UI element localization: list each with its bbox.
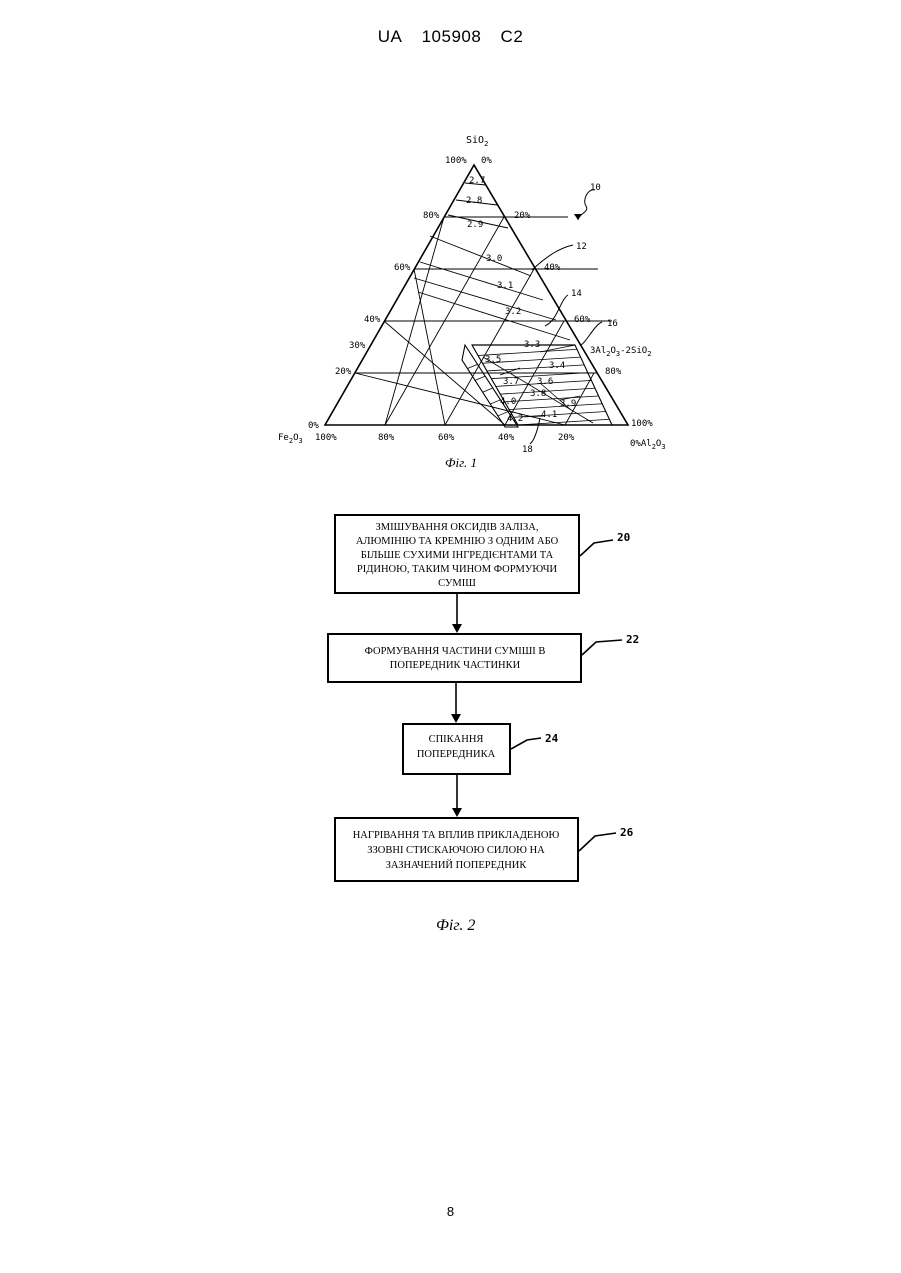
mullite-label: 3Al2O3-2SiO2 bbox=[590, 346, 651, 358]
bottom-axis-tick: 60% bbox=[438, 433, 455, 443]
left-axis-tick: 20% bbox=[335, 367, 352, 377]
isoline-label: 3.8 bbox=[530, 389, 546, 399]
svg-text:ЗМІШУВАННЯ ОКСИДІВ ЗАЛІЗА,: ЗМІШУВАННЯ ОКСИДІВ ЗАЛІЗА, bbox=[376, 522, 539, 533]
isoline-label: 3.4 bbox=[549, 361, 565, 371]
left-corner-tick: 0% bbox=[308, 421, 319, 431]
step-24-text: СПІКАННЯ ПОПЕРЕДНИКА bbox=[417, 734, 496, 760]
svg-text:БІЛЬШЕ СУХИМИ ІНГРЕДІЄНТАМИ ТА: БІЛЬШЕ СУХИМИ ІНГРЕДІЄНТАМИ ТА bbox=[361, 550, 554, 561]
svg-text:ЗАЗНАЧЕНИЙ ПОПЕРЕДНИК: ЗАЗНАЧЕНИЙ ПОПЕРЕДНИК bbox=[386, 859, 528, 871]
svg-text:РІДИНОЮ, ТАКИМ ЧИНОМ ФОРМУЮЧИ: РІДИНОЮ, ТАКИМ ЧИНОМ ФОРМУЮЧИ bbox=[357, 564, 558, 575]
left-axis-tick: 40% bbox=[364, 315, 381, 325]
isoline-label: 3.2 bbox=[505, 307, 521, 317]
ref-26: 26 bbox=[620, 826, 634, 839]
isoline-label: 3.1 bbox=[497, 281, 513, 291]
left-axis-tick: 60% bbox=[394, 263, 411, 273]
isoline-label: 2.8 bbox=[466, 196, 482, 206]
svg-text:ПОПЕРЕДНИКА: ПОПЕРЕДНИКА bbox=[417, 749, 496, 760]
isoline-label: 3.9 bbox=[560, 399, 576, 409]
flowchart: ЗМІШУВАННЯ ОКСИДІВ ЗАЛІЗА, АЛЮМІНІЮ ТА К… bbox=[328, 515, 639, 881]
ref-leader-26 bbox=[579, 833, 616, 851]
right-axis-tick: 40% bbox=[544, 263, 561, 273]
flow-arrow-1-head bbox=[452, 624, 462, 633]
ref-20: 20 bbox=[617, 531, 630, 544]
ref-numeral: 18 bbox=[522, 445, 533, 455]
sio2-label: SiO2 bbox=[466, 135, 488, 148]
fe2o3-label: Fe2O3 bbox=[278, 433, 303, 445]
isoline-label: 3.5 bbox=[485, 355, 501, 365]
flow-arrow-2-head bbox=[451, 714, 461, 723]
right-corner-tick: 100% bbox=[631, 419, 653, 429]
ref-numeral: 10 bbox=[590, 183, 601, 193]
al2o3-label: 0%Al2O3 bbox=[630, 439, 666, 451]
svg-text:ЗЗОВНІ СТИСКАЮЧОЮ СИЛОЮ НА: ЗЗОВНІ СТИСКАЮЧОЮ СИЛОЮ НА bbox=[367, 845, 545, 856]
arrow-10-head bbox=[574, 214, 582, 220]
apex-pct-right: 0% bbox=[481, 156, 492, 166]
bottom-axis-tick: 100% bbox=[315, 433, 337, 443]
left-axis-tick: 30% bbox=[349, 341, 366, 351]
svg-text:СПІКАННЯ: СПІКАННЯ bbox=[429, 734, 484, 745]
right-axis-tick: 60% bbox=[574, 315, 591, 325]
right-axis-tick: 20% bbox=[514, 211, 531, 221]
svg-text:АЛЮМІНІЮ ТА КРЕМНІЮ З ОДНИМ АБ: АЛЮМІНІЮ ТА КРЕМНІЮ З ОДНИМ АБО bbox=[356, 536, 559, 547]
page-number: 8 bbox=[0, 1204, 901, 1219]
ref-24: 24 bbox=[545, 732, 559, 745]
isoline-label: 2.9 bbox=[467, 220, 483, 230]
isoline-label: 3.7 bbox=[503, 377, 519, 387]
step-box-22 bbox=[328, 634, 581, 682]
ternary-diagram bbox=[325, 165, 630, 444]
step-20-text: ЗМІШУВАННЯ ОКСИДІВ ЗАЛІЗА, АЛЮМІНІЮ ТА К… bbox=[356, 522, 559, 589]
flow-arrow-3-head bbox=[452, 808, 462, 817]
bottom-axis-tick: 80% bbox=[378, 433, 395, 443]
isoline-label: 4.1 bbox=[541, 410, 557, 420]
isoline-label: 3.6 bbox=[537, 377, 553, 387]
isoline-label: 3.0 bbox=[486, 254, 502, 264]
figure1-caption: Фіг. 1 bbox=[445, 455, 477, 470]
left-axis-tick: 80% bbox=[423, 211, 440, 221]
ref-numeral: 12 bbox=[576, 242, 587, 252]
bottom-axis-tick: 20% bbox=[558, 433, 575, 443]
ref-leader-24 bbox=[511, 738, 541, 749]
ref-numeral: 14 bbox=[571, 289, 582, 299]
isoline-label: 3.3 bbox=[524, 340, 540, 350]
step-22-text: ФОРМУВАННЯ ЧАСТИНИ СУМІШІ В ПОПЕРЕДНИК Ч… bbox=[365, 646, 546, 671]
ref-leader-22 bbox=[582, 640, 622, 655]
ref-leader-20 bbox=[580, 540, 613, 556]
figure2-caption: Фіг. 2 bbox=[436, 917, 475, 934]
apex-pct-left: 100% bbox=[445, 156, 467, 166]
bottom-axis-tick: 40% bbox=[498, 433, 515, 443]
isoline-label: 2.7 bbox=[469, 176, 485, 186]
svg-text:СУМІШ: СУМІШ bbox=[438, 578, 476, 589]
isoline-label: 4.0 bbox=[500, 397, 516, 407]
ref-numeral: 16 bbox=[607, 319, 618, 329]
step-26-text: НАГРІВАННЯ ТА ВПЛИВ ПРИКЛАДЕНОЮ ЗЗОВНІ С… bbox=[353, 830, 560, 871]
right-axis-tick: 80% bbox=[605, 367, 622, 377]
isoline-label: 4.2 bbox=[507, 414, 523, 424]
svg-text:НАГРІВАННЯ ТА ВПЛИВ ПРИКЛАДЕНО: НАГРІВАННЯ ТА ВПЛИВ ПРИКЛАДЕНОЮ bbox=[353, 830, 560, 841]
svg-text:ПОПЕРЕДНИК ЧАСТИНКИ: ПОПЕРЕДНИК ЧАСТИНКИ bbox=[390, 660, 521, 671]
ref-22: 22 bbox=[626, 633, 639, 646]
svg-text:ФОРМУВАННЯ ЧАСТИНИ СУМІШІ В: ФОРМУВАННЯ ЧАСТИНИ СУМІШІ В bbox=[365, 646, 546, 657]
